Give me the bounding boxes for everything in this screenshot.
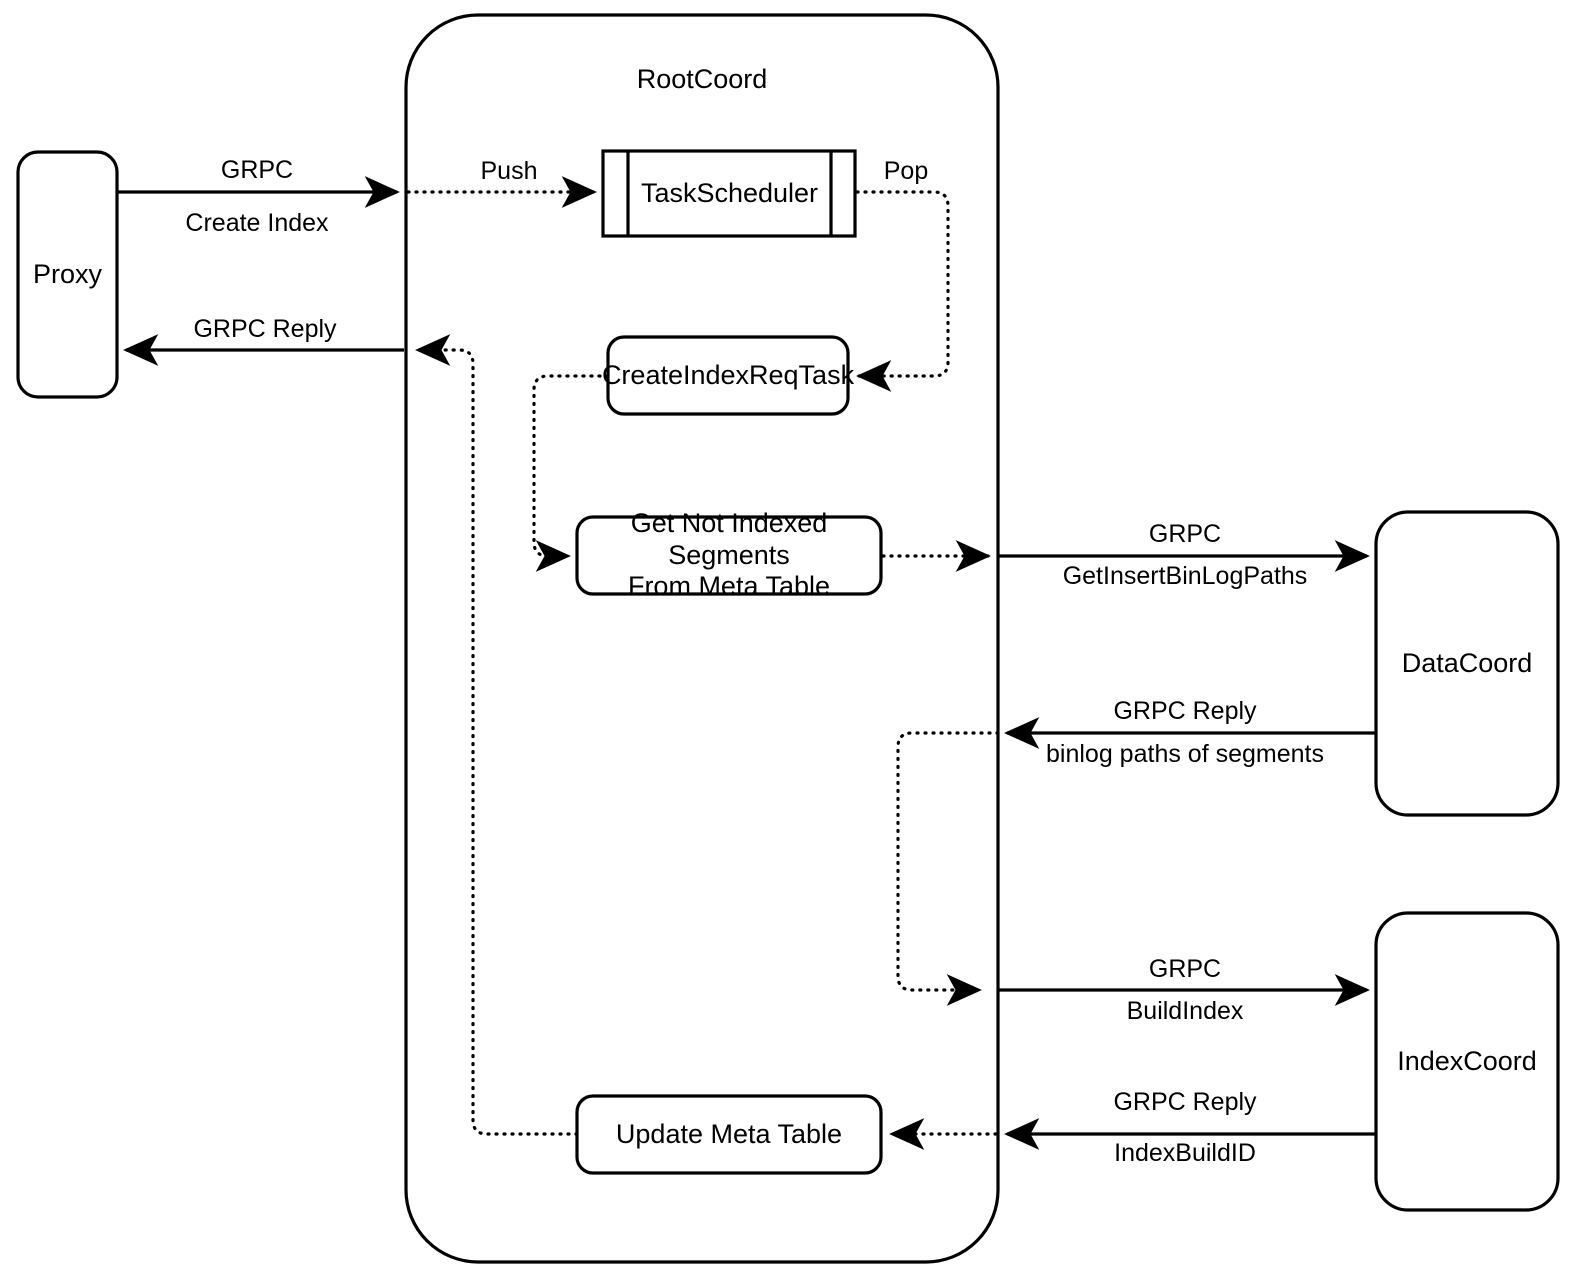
node-get-not-indexed-segments[interactable] <box>575 515 883 596</box>
node-update-meta-table[interactable] <box>575 1094 883 1175</box>
node-datacoord[interactable] <box>1374 510 1560 817</box>
node-create-index-req-task[interactable] <box>606 335 850 416</box>
node-proxy[interactable] <box>16 150 119 399</box>
edge-updatemeta-to-proxy-reply <box>415 334 579 1136</box>
container-rootcoord <box>404 13 1000 1264</box>
edge-createindexreqtask-to-getnotindexed <box>532 374 610 572</box>
edge-datacoord-reply-to-buildindex <box>896 731 1000 1006</box>
node-task-scheduler[interactable] <box>601 149 857 238</box>
node-indexcoord[interactable] <box>1374 911 1560 1212</box>
edge-taskscheduler-to-createindexreqtask <box>855 190 950 392</box>
